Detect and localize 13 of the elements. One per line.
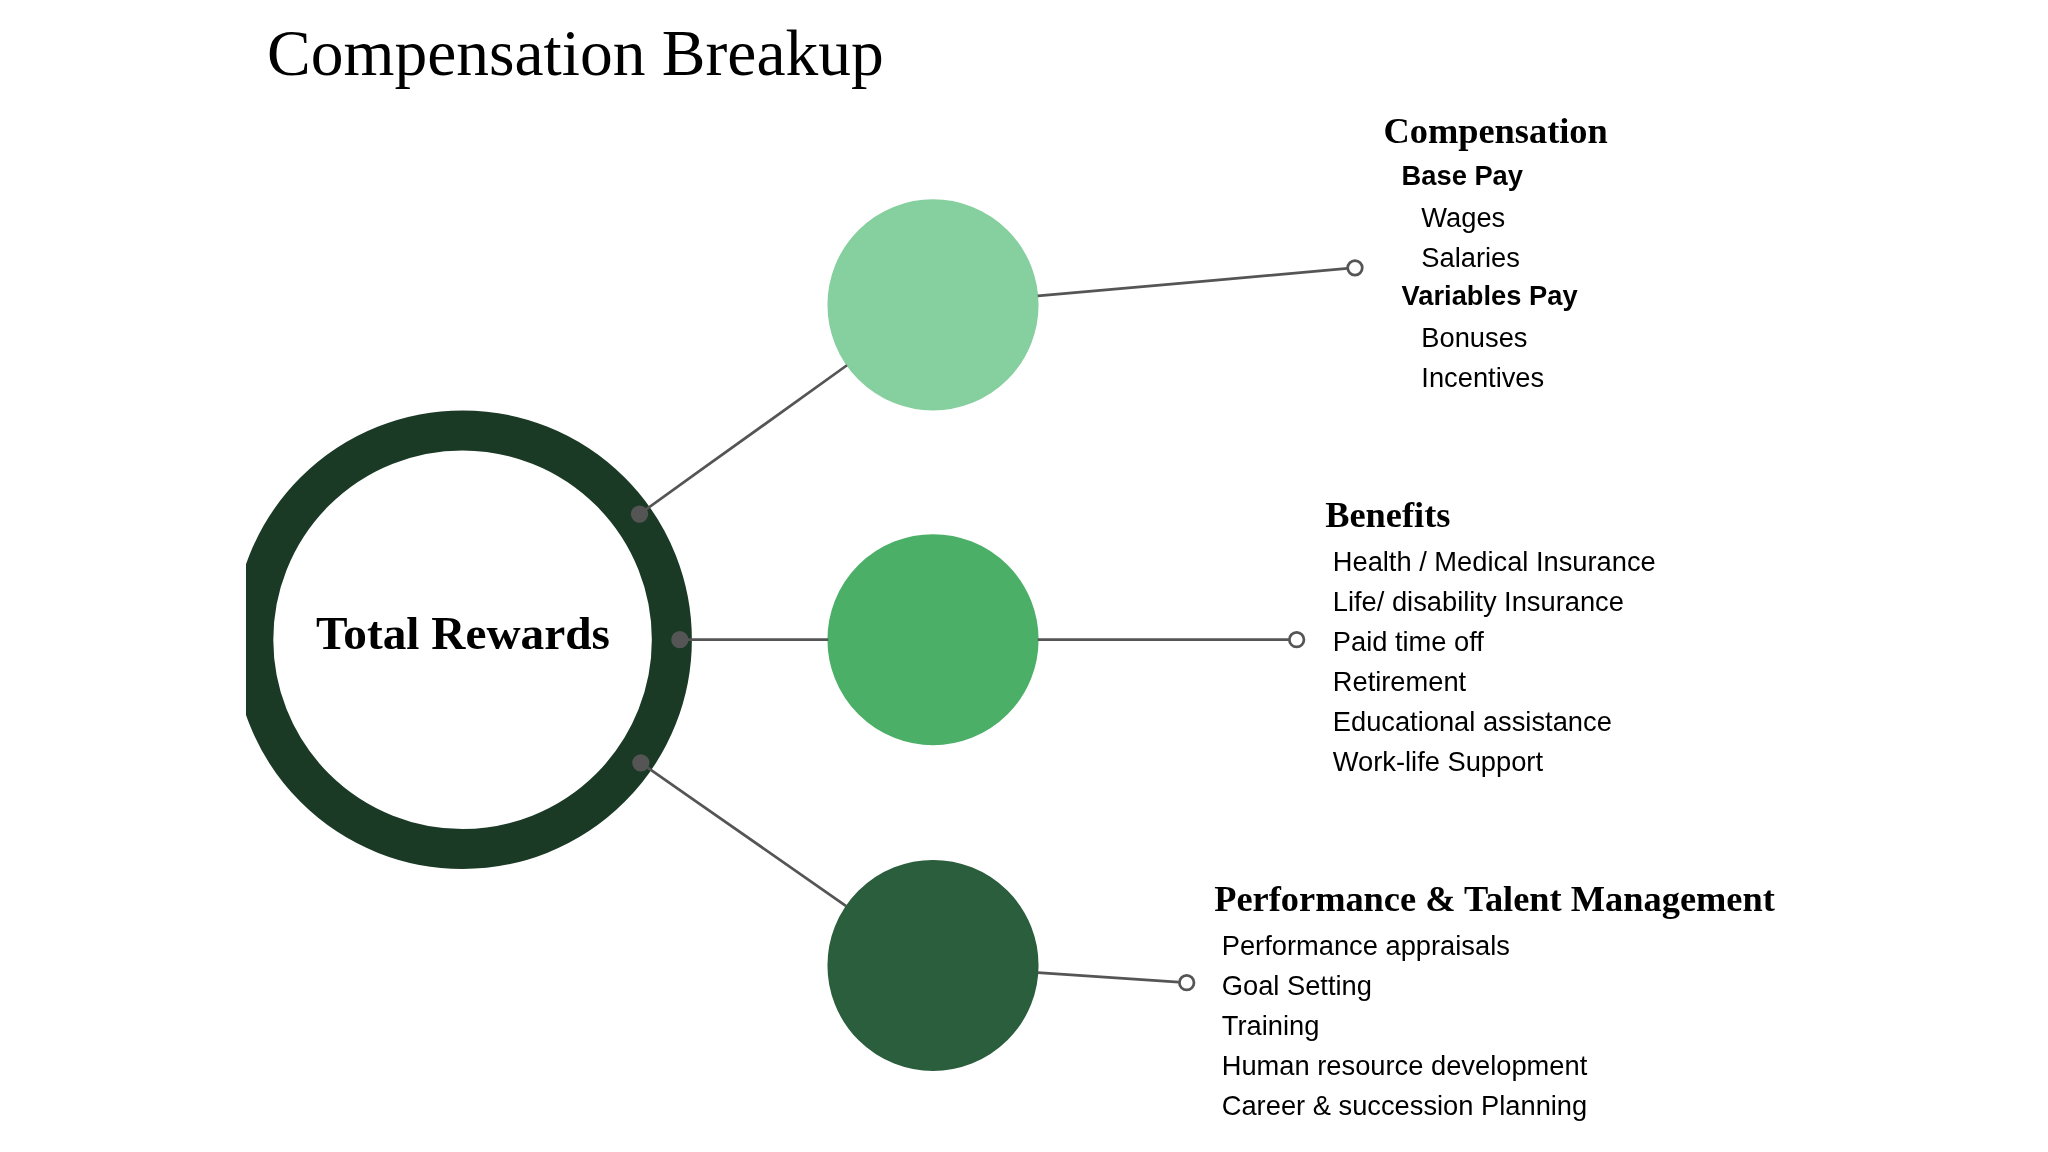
connector — [1037, 259, 1364, 298]
connector — [1037, 631, 1306, 649]
connector — [1037, 971, 1196, 992]
node-text: Benefits Health / Medical Insurance Life/ disability Insurance Paid time off Retirement Educational assistance Work-life Support — [1325, 494, 1656, 777]
diagram-title: Compensation Breakup — [267, 17, 884, 90]
connector — [630, 364, 848, 523]
node-circle — [827, 199, 1039, 411]
node-circle — [827, 859, 1039, 1071]
node-circle — [827, 534, 1039, 746]
node-text: Performance & Talent Management Performance appraisals Goal Setting Training Human resource development Career & succession Planning — [1214, 878, 1775, 1121]
node-text: Compensation Base Pay Wages Salaries Variables Pay Bonuses Incentives — [1383, 110, 1608, 393]
connector — [632, 754, 847, 908]
connector — [671, 631, 829, 649]
